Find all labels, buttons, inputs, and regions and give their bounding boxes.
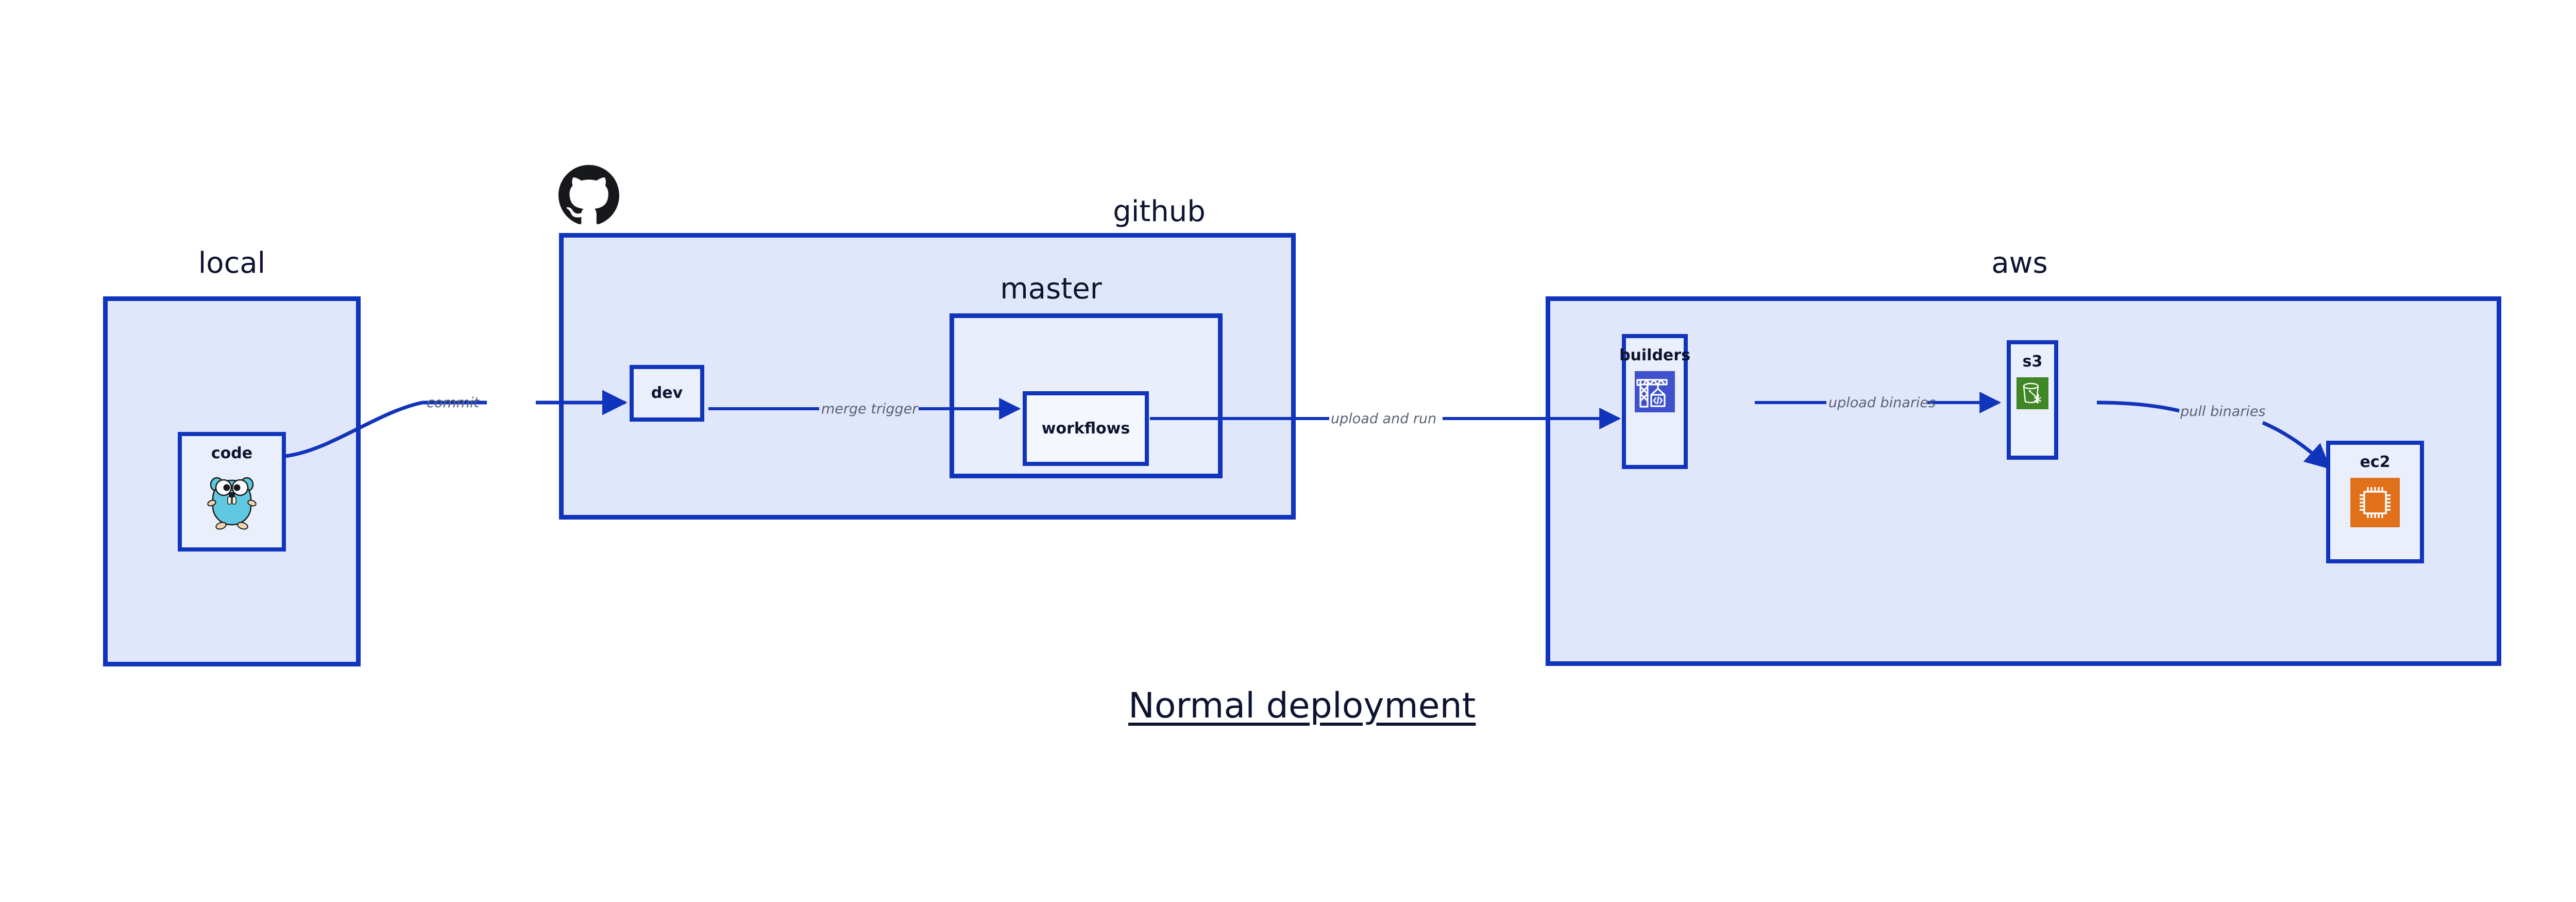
edge-label-upload-and-run: upload and run: [1331, 411, 1437, 427]
cluster-label-local: local: [198, 246, 266, 280]
github-octocat-icon: [558, 165, 620, 228]
edge-label-commit: commit: [427, 395, 480, 411]
node-workflows[interactable]: workflows: [1023, 391, 1149, 466]
node-dev-label: dev: [651, 384, 683, 403]
node-builders-label: builders: [1619, 346, 1690, 364]
aws-ec2-icon: [2350, 477, 2400, 530]
node-code-label: code: [211, 444, 253, 462]
node-ec2-label: ec2: [2360, 453, 2391, 471]
edge-label-pull-binaries: pull binaries: [2180, 404, 2266, 420]
edge-label-upload-binaries: upload binaries: [1828, 395, 1936, 411]
node-s3[interactable]: s3: [2007, 340, 2058, 460]
diagram-title: Normal deployment: [1128, 686, 1476, 726]
aws-codebuild-icon: [1635, 371, 1675, 415]
edge-label-merge-trigger: merge trigger: [821, 401, 918, 417]
node-s3-label: s3: [2022, 353, 2043, 371]
node-ec2[interactable]: ec2: [2326, 441, 2424, 563]
cluster-label-github: github: [1113, 195, 1206, 228]
aws-s3-glacier-icon: [2016, 377, 2048, 412]
cluster-label-master: master: [1000, 272, 1102, 306]
cluster-label-aws: aws: [1991, 246, 2048, 280]
node-dev[interactable]: dev: [630, 365, 704, 422]
node-builders[interactable]: builders: [1619, 334, 1690, 469]
go-gopher-icon: [204, 469, 260, 532]
node-workflows-label: workflows: [1041, 419, 1130, 438]
node-code[interactable]: code: [178, 432, 286, 552]
